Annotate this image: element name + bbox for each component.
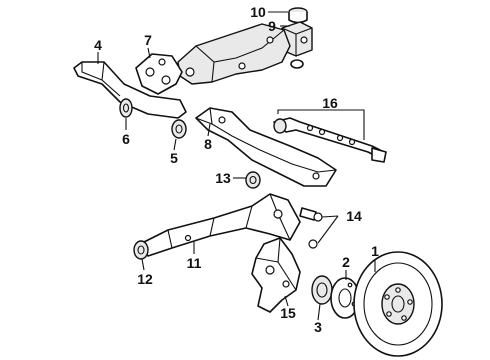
callout-12: 12: [137, 271, 153, 287]
part-1-brake-rotor: [353, 251, 443, 357]
callout-7: 7: [144, 32, 152, 48]
part-14-bolt-nut: [299, 207, 323, 249]
callout-8: 8: [204, 136, 212, 152]
part-3-bearing: [311, 275, 333, 305]
part-11-trailing-arm: [139, 193, 301, 257]
callout-11: 11: [187, 255, 202, 271]
callout-2: 2: [342, 254, 350, 270]
part-2-hub: [330, 277, 360, 319]
part-6-bushing: [119, 98, 133, 118]
callout-9: 9: [268, 18, 276, 34]
part-10-mount-cap: [288, 7, 308, 24]
callout-1: 1: [371, 243, 379, 259]
callout-3: 3: [314, 319, 322, 335]
part-8-crossmember: [195, 107, 337, 187]
callout-13: 13: [215, 170, 231, 186]
callout-5: 5: [170, 150, 178, 166]
callout-6: 6: [122, 131, 130, 147]
callout-4: 4: [94, 37, 102, 53]
part-15-knuckle: [251, 237, 301, 313]
callout-labels: 1 2 3 4 5 6 7 8 9 10 11 12 13 14 15 16: [94, 4, 379, 335]
leader-lines: [97, 11, 376, 321]
part-12-arm-bushing: [133, 240, 149, 260]
part-4-upper-arm: [73, 61, 187, 119]
part-5-bushing: [171, 119, 187, 139]
part-16-tie-rod: [273, 117, 387, 163]
callout-10: 10: [250, 4, 266, 20]
part-7-bracket-plate: [135, 53, 183, 95]
differential-carrier: [177, 23, 291, 85]
callout-15: 15: [280, 305, 296, 321]
callout-14: 14: [346, 208, 362, 224]
part-13-bushing: [245, 171, 261, 189]
callout-16: 16: [322, 95, 338, 111]
